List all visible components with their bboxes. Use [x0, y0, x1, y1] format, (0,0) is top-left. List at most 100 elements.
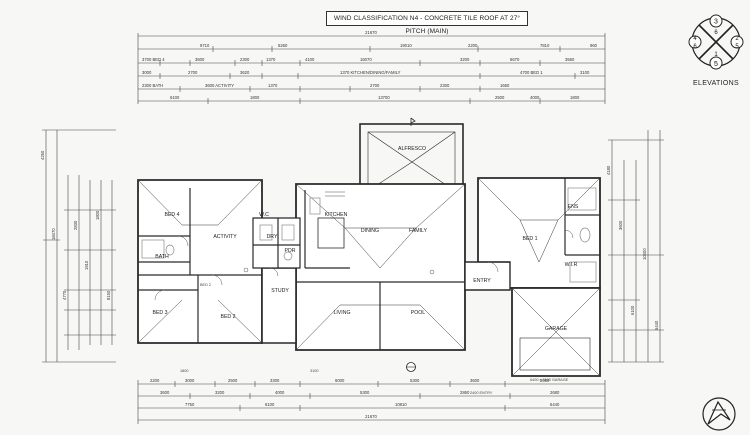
dim-t4-2: 3620: [240, 70, 250, 75]
dim-b1-7: 2000: [540, 378, 550, 383]
elev-mark-2: 4: [693, 36, 697, 42]
dim-t5-1: 3600 ACTIVITY: [205, 83, 234, 88]
dim-t4-4: 4700 BED 1: [520, 70, 543, 75]
dim-b1-0: 2200: [150, 378, 160, 383]
dim-bottom-overall: 21670: [365, 414, 377, 419]
room-wc: W.C: [259, 212, 269, 218]
dim-b2-5: 2680: [550, 390, 560, 395]
dim-t4-5: 3100: [580, 70, 590, 75]
dim-t5-0: 2300 BATH: [142, 83, 163, 88]
plan-title: WIND CLASSIFICATION N4 - CONCRETE TILE R…: [326, 11, 528, 35]
room-garage: GARAGE: [545, 326, 568, 332]
elev-mark-0: 3: [714, 19, 718, 26]
centre-mark-0: BED 2: [200, 283, 211, 287]
dim-t3-2: 2300: [240, 57, 250, 62]
elev-mark-6: 1: [714, 52, 718, 58]
dim-b2-0: 3600: [160, 390, 170, 395]
roof-hip-lines: [137, 177, 601, 377]
section-marker: [406, 362, 416, 372]
dim-t2-3: 2200: [468, 43, 478, 48]
top-dimension-ticks: [137, 33, 606, 104]
dim-t5-3: 2700: [370, 83, 380, 88]
dim-t3-7: 6670: [510, 57, 520, 62]
bottom-dimension-text: 2200 3000 2500 3300 6000 5300 3600 2000 …: [150, 378, 560, 419]
elev-mark-5: 5: [735, 44, 739, 50]
dim-t2-5: 960: [590, 43, 598, 48]
dim-b3-2: 10810: [395, 402, 407, 407]
dim-b1-3: 3300: [270, 378, 280, 383]
dim-l-4: 1910: [84, 260, 89, 270]
dim-t4-1: 2700: [188, 70, 198, 75]
dim-t6-0: 6100: [170, 95, 180, 100]
room-bath: BATH: [155, 254, 169, 260]
dim-t5-5: 1660: [500, 83, 510, 88]
dim-b1-4: 6000: [335, 378, 345, 383]
dim-r-3: 10400: [642, 248, 647, 260]
elev-mark-7: 5: [714, 61, 718, 68]
dim-b3-3: 6440: [550, 402, 560, 407]
room-living: LIVING: [333, 310, 350, 316]
left-dimension-lines: [45, 130, 113, 362]
dim-t3-0: 3700 BED 4: [142, 57, 165, 62]
room-kitchen: KITCHEN: [325, 212, 348, 218]
room-study: STUDY: [271, 288, 289, 294]
centre-mark-2: 3100: [310, 369, 318, 373]
dim-r-0: 4180: [606, 165, 611, 175]
top-dimension-text: 21670 9710 5260 19010 2200 7810 960 3700…: [142, 30, 598, 100]
dim-l-3: 2830: [73, 220, 78, 230]
elevations-key: [688, 14, 744, 70]
dim-t6-2: 13700: [378, 95, 390, 100]
dim-t3-4: 4100: [305, 57, 315, 62]
room-dining: DINING: [361, 228, 379, 234]
dim-l-6: 8150: [106, 290, 111, 300]
elevations-label: ELEVATIONS: [693, 80, 739, 87]
elev-mark-3: 6: [693, 44, 697, 50]
entry-size-label: 2400 ENTRY: [470, 391, 493, 395]
dim-b2-3: 5300: [360, 390, 370, 395]
dim-r-2: 6100: [630, 305, 635, 315]
dim-b1-6: 3600: [470, 378, 480, 383]
dim-r-1: 3600: [618, 220, 623, 230]
right-dimension-text: 4180 3600 6100 10400 6440: [606, 165, 659, 330]
room-bed1: BED 1: [523, 236, 538, 242]
dim-t2-0: 9710: [200, 43, 210, 48]
room-pdr: PDR: [285, 248, 296, 254]
room-ens: ENS: [568, 204, 579, 210]
room-bed3: BED 3: [153, 310, 168, 316]
room-entry: ENTRY: [473, 278, 491, 284]
left-dimension-text: 4260 18470 4770 2830 1910 1800 8150: [40, 150, 111, 300]
dim-t3-1: 3600: [195, 57, 205, 62]
elevation-marks: 3 6 4 6 2 5 1 5: [693, 19, 739, 69]
dim-l-5: 1800: [95, 210, 100, 220]
dim-b2-2: 4000: [275, 390, 285, 395]
fixtures: [141, 187, 597, 283]
dim-top-overall: 21670: [365, 30, 377, 35]
room-family: FAMILY: [409, 228, 428, 234]
room-wir: W.I.R: [565, 262, 578, 268]
elev-mark-4: 2: [735, 36, 739, 42]
right-dimension-ticks: [608, 139, 664, 363]
dim-t3-3: 1370: [266, 57, 276, 62]
room-labels: ALFRESCO KITCHEN DINING FAMILY BED 4 ACT…: [153, 146, 579, 332]
dim-r-4: 6440: [654, 320, 659, 330]
dim-l-0: 4260: [40, 150, 45, 160]
dim-t5-4: 2300: [440, 83, 450, 88]
dim-t4-0: 3000: [142, 70, 152, 75]
dim-b2-1: 3200: [215, 390, 225, 395]
dim-b3-1: 6100: [265, 402, 275, 407]
top-dimension-lines: [138, 35, 605, 102]
dim-b3-0: 7750: [185, 402, 195, 407]
dim-t6-3: 2500: [495, 95, 505, 100]
dim-t3-8: 3560: [565, 57, 575, 62]
left-dimension-ticks: [42, 129, 116, 363]
room-activity: ACTIVITY: [213, 234, 237, 240]
right-dimension-lines: [611, 130, 661, 362]
dim-b2-4: 2860: [460, 390, 470, 395]
dim-t3-5: 16070: [360, 57, 372, 62]
dim-t6-4: 4000: [530, 95, 540, 100]
misc-dimension-labels: 6400 x 6100 GARAGE 2400 ENTRY BED 2 1800…: [180, 283, 569, 395]
garage-size-label: 6400 x 6100 GARAGE: [530, 378, 569, 382]
room-bed2: BED 2: [221, 314, 236, 320]
